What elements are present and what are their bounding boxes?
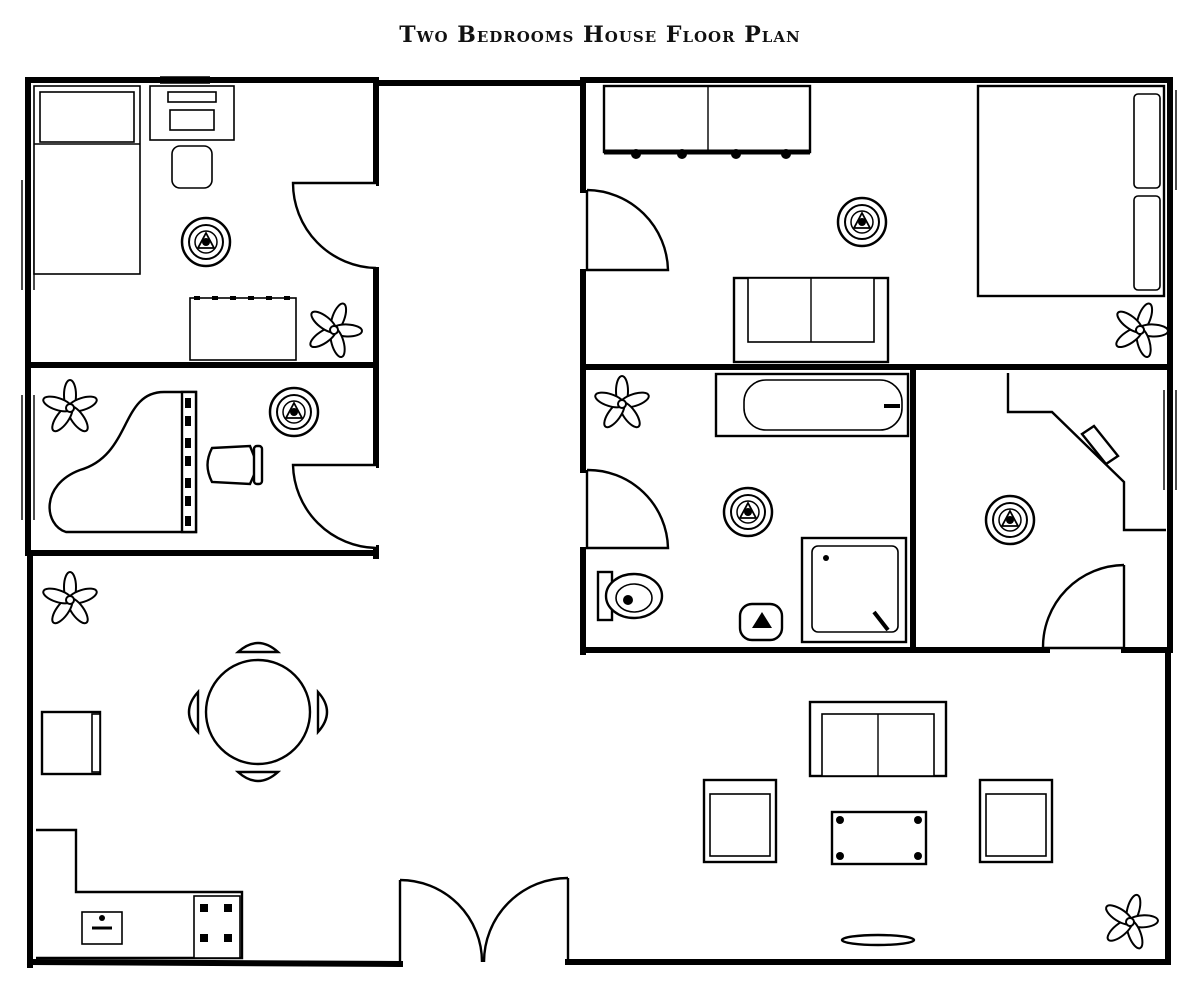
bathroom: [592, 372, 910, 644]
master-bedroom: [602, 84, 1178, 366]
page-title: Two Bedrooms House Floor Plan: [399, 22, 801, 48]
doors: [291, 181, 1126, 963]
study-room: [984, 373, 1166, 546]
bedroom-small: [33, 85, 372, 366]
walls: [25, 77, 1173, 968]
living-area: [36, 571, 1166, 960]
music-room: [40, 379, 320, 534]
